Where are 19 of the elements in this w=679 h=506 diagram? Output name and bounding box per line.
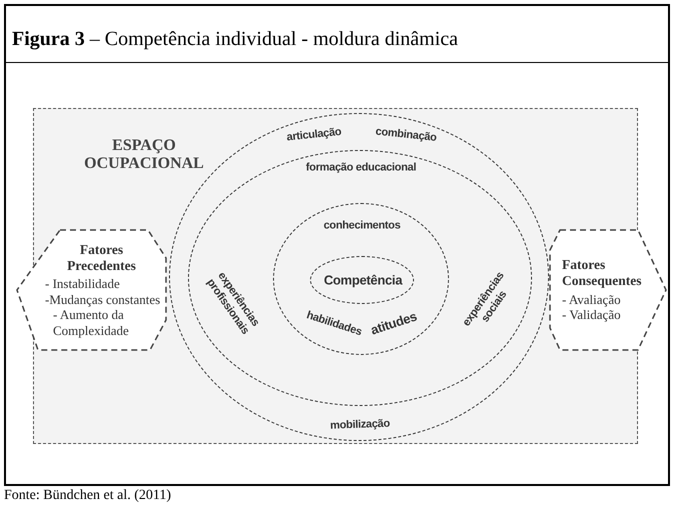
factor-item: - Avaliação (562, 292, 622, 308)
ring-label: articulação (286, 126, 342, 144)
ring-label: combinação (374, 126, 438, 144)
factor-heading: Fatores Precedentes (66, 242, 137, 274)
figure-title: Figura 3 – Competência individual - moldura dinâmica (12, 28, 458, 51)
ring-label: mobilização (330, 418, 390, 432)
dashed-ellipse (310, 256, 414, 304)
factor-item: -Mudanças constantes (45, 292, 162, 308)
factor-item: - Aumento da Complexidade (52, 307, 130, 338)
ring-label: conhecimentos (324, 220, 400, 232)
factor-heading: Fatores Consequentes (562, 257, 643, 290)
factor-item: - Instabilidade (45, 276, 121, 292)
dashed-ellipse (273, 203, 449, 355)
space-label: ESPAÇO OCUPACIONAL (84, 137, 204, 174)
source-caption: Fonte: Bündchen et al. (2011) (4, 488, 172, 504)
ring-label: Competência (324, 274, 402, 288)
factor-item: - Validação (562, 307, 622, 323)
ring-label: atitudes (369, 310, 419, 338)
ring-label: formação educacional (306, 162, 416, 174)
